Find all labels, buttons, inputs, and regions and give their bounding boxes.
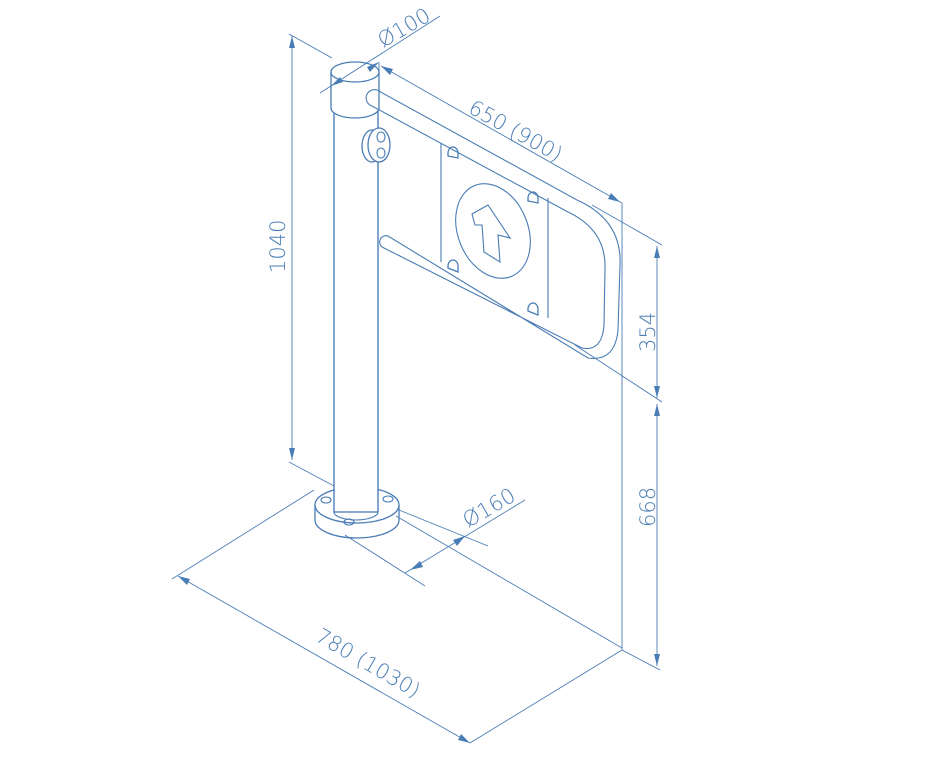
- dim-arm-height: 354: [636, 312, 660, 352]
- post: [330, 61, 380, 521]
- locking-knob: [361, 127, 391, 163]
- arrow-up-icon: [471, 204, 512, 264]
- dim-cap-diameter: Ø100: [374, 3, 435, 52]
- dim-footprint-length: 780 (1030): [312, 624, 425, 703]
- dim-base-diameter: Ø160: [459, 483, 520, 532]
- dimension-lines: [171, 15, 663, 744]
- arm-panel: [440, 143, 549, 318]
- dim-arm-clearance: 668: [636, 487, 660, 527]
- dim-arm-length: 650 (900): [465, 95, 567, 166]
- arm-tube: [365, 89, 621, 359]
- dim-total-height: 1040: [266, 220, 290, 273]
